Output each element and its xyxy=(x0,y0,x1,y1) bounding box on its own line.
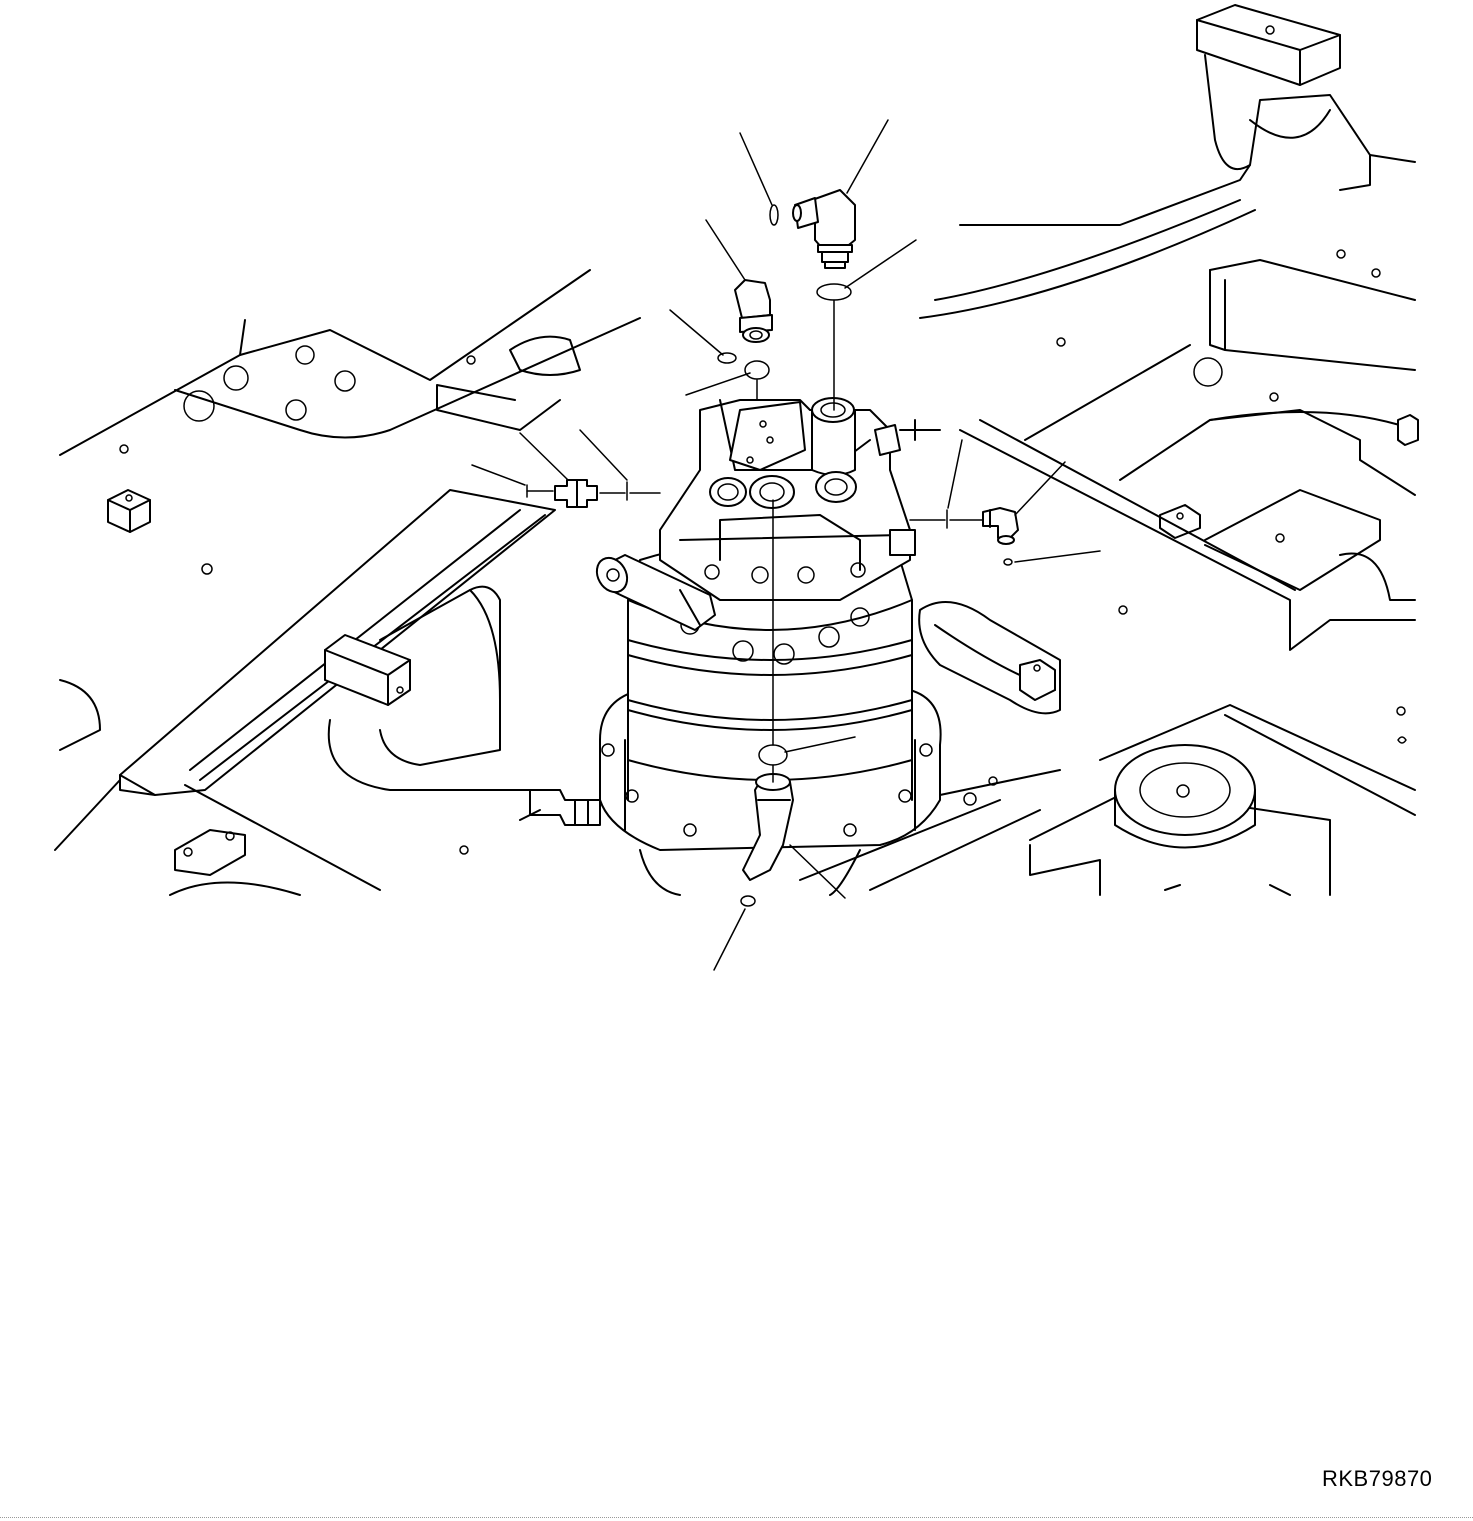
center-lines xyxy=(526,299,984,783)
leader-lines xyxy=(471,119,1101,971)
page-border xyxy=(0,1517,1473,1518)
exploded-parts xyxy=(526,189,1019,907)
right-frame xyxy=(799,4,1419,896)
drawing-code: RKB79870 xyxy=(1322,1466,1433,1491)
swing-motor-assembly xyxy=(519,397,942,896)
left-frame xyxy=(54,269,641,896)
